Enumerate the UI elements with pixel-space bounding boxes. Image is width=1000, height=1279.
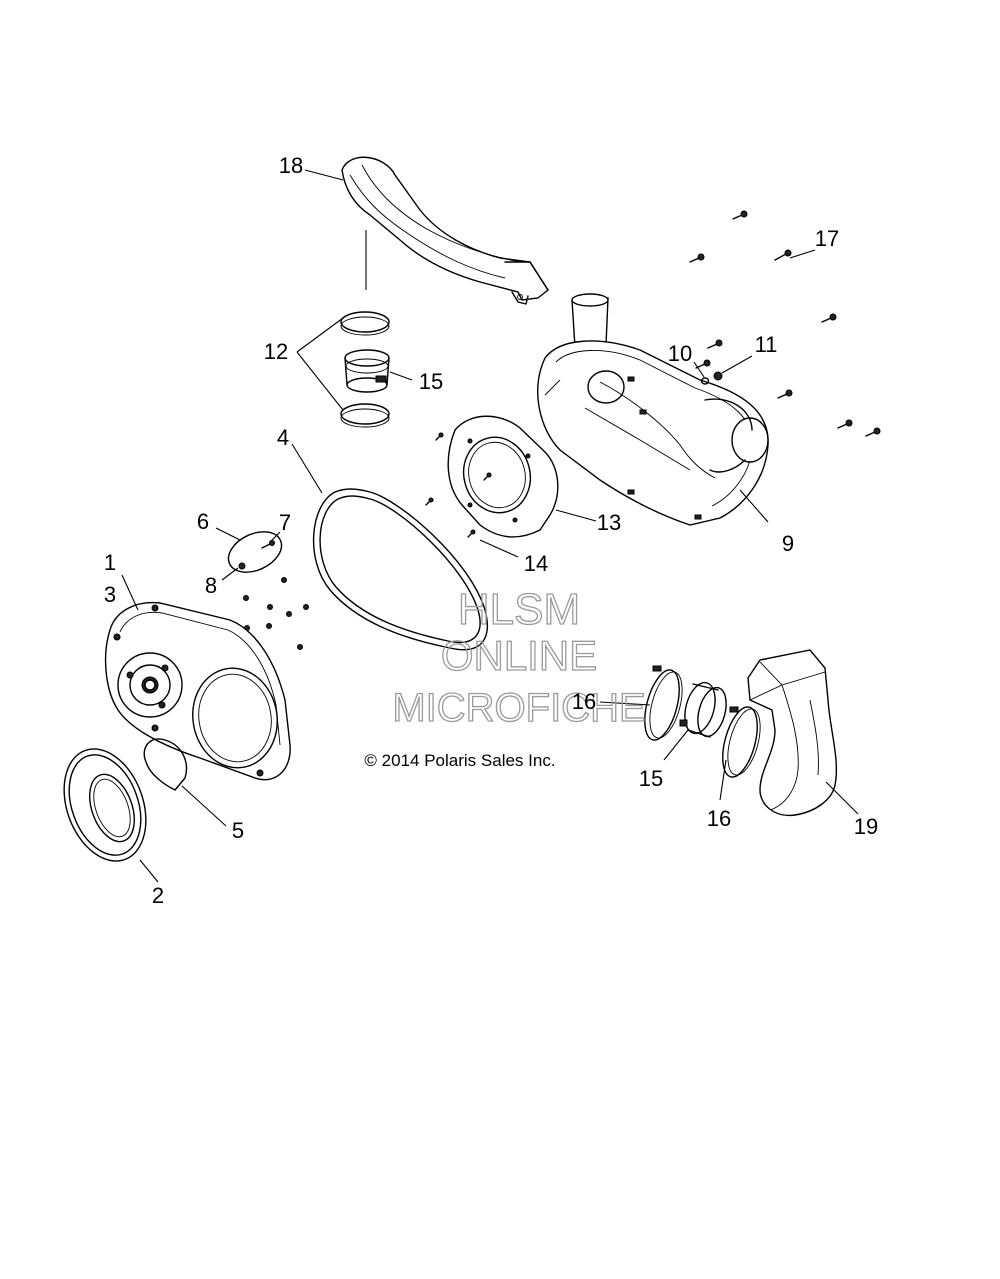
- callout-9: 9: [782, 531, 794, 556]
- watermark: HLSM ONLINE MICROFICHE: [392, 584, 647, 730]
- drive-belt: [312, 488, 489, 651]
- watermark-line-2: ONLINE: [441, 632, 597, 679]
- bolt-set: [689, 210, 881, 437]
- copyright-notice: © 2014 Polaris Sales Inc.: [364, 751, 555, 770]
- clamp-lower-a: [644, 665, 683, 741]
- callout-15-upper: 15: [419, 369, 443, 394]
- callout-15-lower: 15: [639, 766, 663, 791]
- callout-4: 4: [277, 425, 289, 450]
- clamp-upper-b: [340, 403, 390, 428]
- callout-14: 14: [524, 551, 548, 576]
- outer-clutch-cover: [537, 293, 769, 526]
- callout-3: 3: [104, 582, 116, 607]
- callout-16-lower: 16: [707, 806, 731, 831]
- screw-set-14: [425, 432, 492, 538]
- cover-plate: [447, 415, 559, 538]
- clutch-seal: [63, 748, 147, 862]
- inner-clutch-cover: [104, 601, 291, 781]
- callout-labels: 1 2 3 4 5 6 7 8 9 10 11 12 13 14 15 15 1…: [104, 153, 878, 908]
- callout-19: 19: [854, 814, 878, 839]
- callout-17: 17: [815, 226, 839, 251]
- callout-1: 1: [104, 550, 116, 575]
- callout-5: 5: [232, 818, 244, 843]
- coupler-lower: [679, 681, 727, 738]
- callout-8: 8: [205, 573, 217, 598]
- callout-12: 12: [264, 339, 288, 364]
- nut-11: [713, 371, 723, 381]
- callout-10: 10: [668, 341, 692, 366]
- callout-2: 2: [152, 883, 164, 908]
- intake-duct-upper: [341, 156, 549, 305]
- callout-6: 6: [197, 509, 209, 534]
- intake-duct-lower: [747, 649, 838, 817]
- callout-16-upper: 16: [572, 689, 596, 714]
- callout-13: 13: [597, 510, 621, 535]
- callout-11: 11: [755, 332, 778, 357]
- callout-18: 18: [279, 153, 303, 178]
- cover-gasket: [143, 738, 188, 791]
- clamp-lower-b: [722, 706, 761, 778]
- washer-10: [700, 377, 710, 385]
- watermark-line-1: HLSM: [458, 585, 580, 634]
- coupler-upper: [344, 349, 390, 393]
- watermark-line-3: MICROFICHE: [392, 686, 645, 730]
- clamp-upper-a: [340, 311, 390, 336]
- callout-7: 7: [279, 510, 291, 535]
